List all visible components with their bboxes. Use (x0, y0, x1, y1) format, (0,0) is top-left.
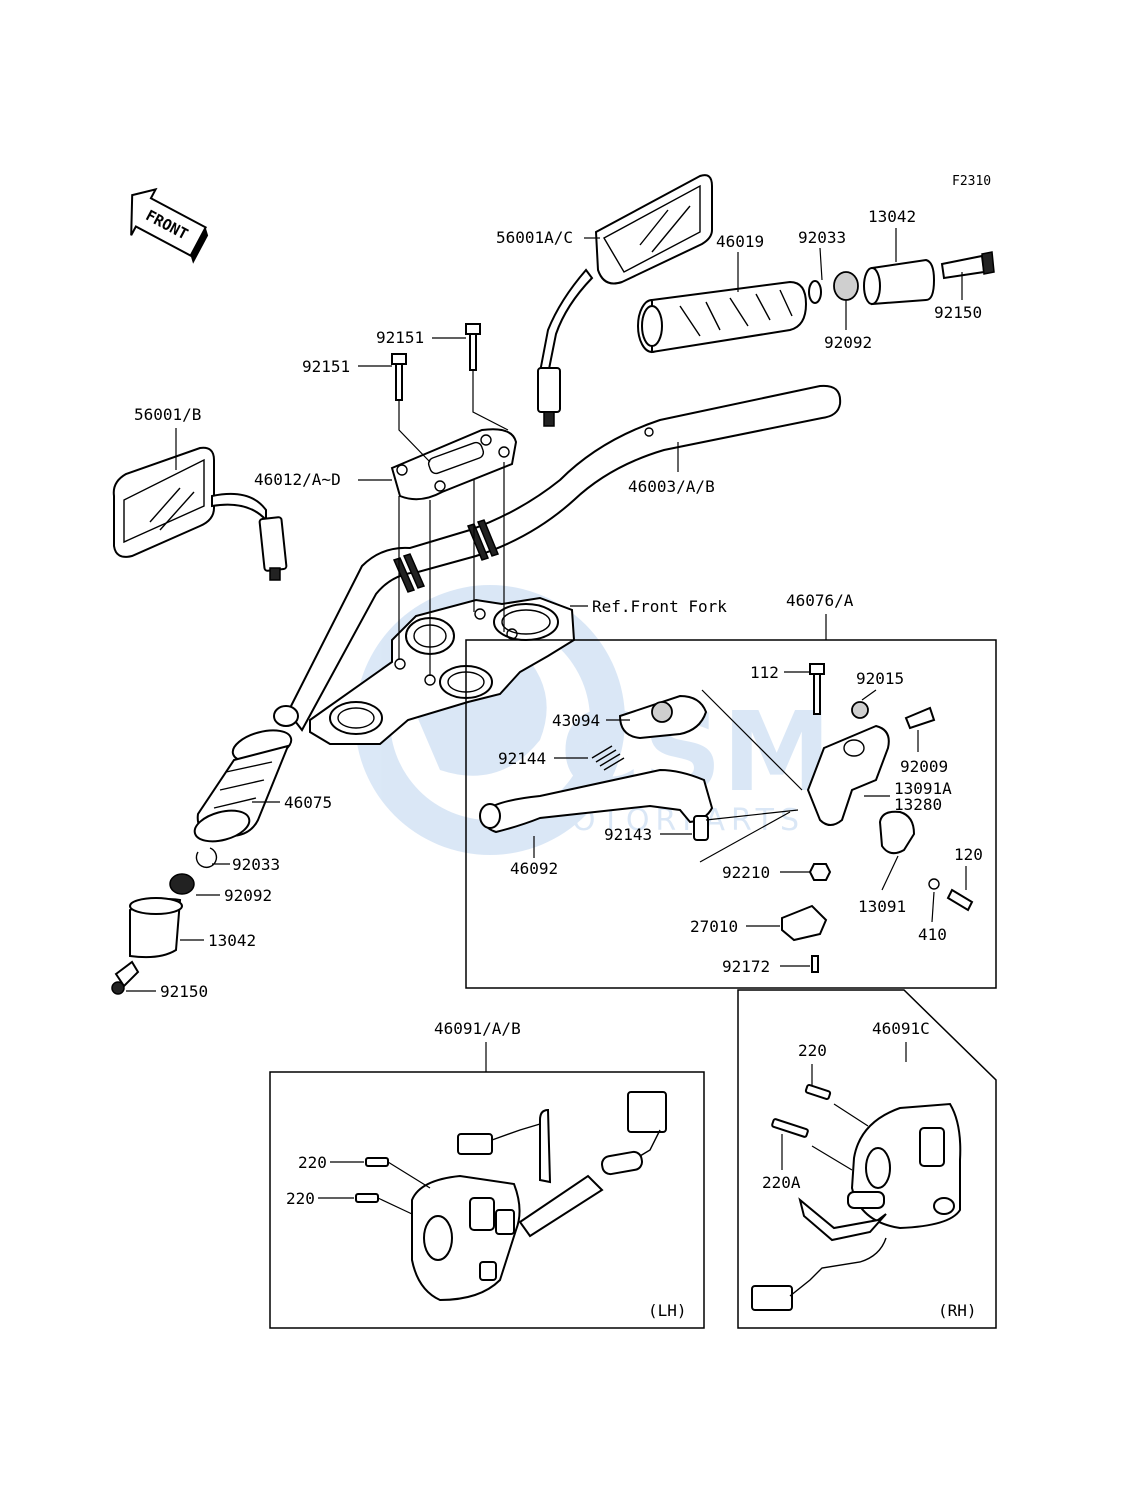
callout-92172: 92172 (722, 957, 770, 976)
mirror-right (537, 174, 713, 427)
callout-13042-top: 13042 (868, 207, 916, 226)
grip-right-top (637, 251, 995, 354)
callout-92151-b: 92151 (302, 357, 350, 376)
callout-92015: 92015 (856, 669, 904, 688)
callout-13091: 13091 (858, 897, 906, 916)
callout-92033-top: 92033 (798, 228, 846, 247)
rh-switch-box (737, 989, 997, 1329)
lh-side-label: (LH) (648, 1301, 687, 1320)
callout-ref-front-fork: Ref.Front Fork (592, 597, 727, 616)
callout-13091a: 13091A (894, 779, 952, 798)
mirror-left (112, 446, 288, 581)
callout-46003: 46003/A/B (628, 477, 715, 496)
callout-112: 112 (750, 663, 779, 682)
callout-13280: 13280 (894, 795, 942, 814)
callout-92009: 92009 (900, 757, 948, 776)
lh-screw-a: 220 (298, 1153, 327, 1172)
figure-code: F2310 (952, 174, 991, 189)
front-arrow-icon: FRONT (130, 187, 209, 264)
callout-46075: 46075 (284, 793, 332, 812)
rh-screw-a: 220 (798, 1041, 827, 1060)
callout-46019: 46019 (716, 232, 764, 251)
callout-92092-bot: 92092 (224, 886, 272, 905)
rh-box-label: 46091C (872, 1019, 930, 1038)
callout-92150-bot: 92150 (160, 982, 208, 1001)
callout-120: 120 (954, 845, 983, 864)
callout-46012: 46012/A~D (254, 470, 341, 489)
callout-92143: 92143 (604, 825, 652, 844)
callout-13042-bot: 13042 (208, 931, 256, 950)
lever-box (465, 639, 997, 989)
callout-92092-top: 92092 (824, 333, 872, 352)
rh-side-label: (RH) (938, 1301, 977, 1320)
rh-screw-b: 220A (762, 1173, 801, 1192)
callout-43094: 43094 (552, 711, 600, 730)
callout-46092: 46092 (510, 859, 558, 878)
callout-27010: 27010 (690, 917, 738, 936)
callout-92151-a: 92151 (376, 328, 424, 347)
switch-callouts: 46091/A/B 220 220 (LH) 46091C 220 220A (… (286, 1019, 977, 1320)
callout-92033-bot: 92033 (232, 855, 280, 874)
callout-56001ac: 56001A/C (496, 228, 573, 247)
alignment-lines (398, 370, 509, 676)
callout-92210: 92210 (722, 863, 770, 882)
callout-410: 410 (918, 925, 947, 944)
grip-left-bottom (111, 729, 293, 995)
lh-box-label: 46091/A/B (434, 1019, 521, 1038)
lh-switch-box (269, 1071, 705, 1329)
lever-box-label: 46076/A (786, 591, 854, 610)
lever-box-callouts: 46076/A 112 92015 43094 92009 92144 1309… (498, 591, 983, 976)
handlebar-clamp-upper (390, 428, 518, 501)
callout-92144: 92144 (498, 749, 546, 768)
callouts: 56001A/C 46019 92033 13042 92150 92092 9… (126, 207, 982, 1001)
callout-56001b: 56001/B (134, 405, 201, 424)
lh-screw-b: 220 (286, 1189, 315, 1208)
callout-92150-top: 92150 (934, 303, 982, 322)
